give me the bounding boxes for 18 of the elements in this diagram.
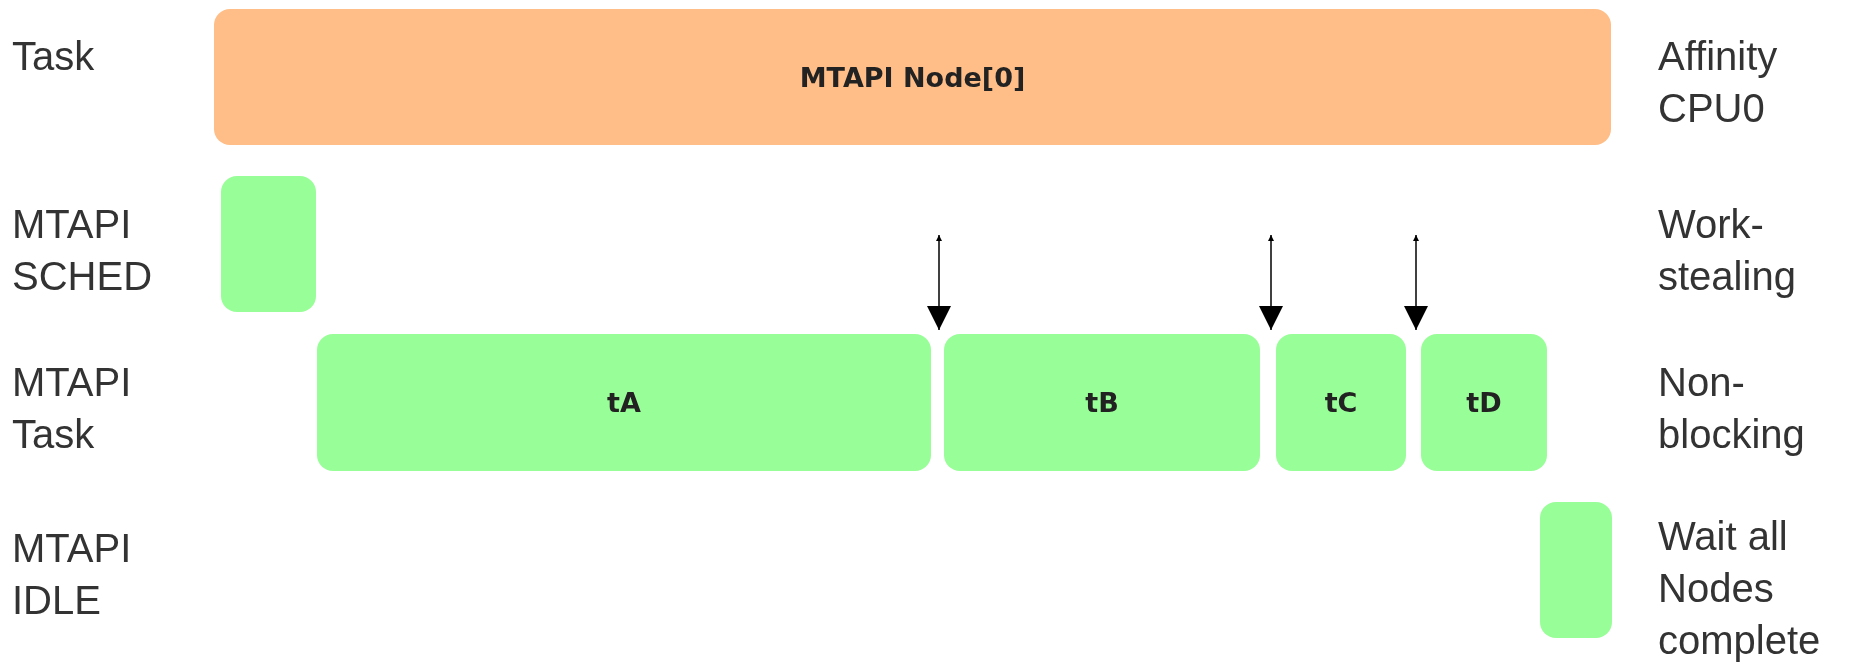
row-note: Non-blocking (1658, 359, 1806, 458)
arrow (1404, 234, 1428, 331)
row-label: MTAPI SCHED (12, 201, 154, 300)
task-bar: tD (1421, 334, 1547, 471)
task-bar: tA (317, 334, 931, 471)
arrow (927, 234, 951, 331)
row-label: MTAPI IDLE (12, 525, 133, 624)
row-note: Wait all Nodes complete (1658, 513, 1822, 664)
row-note: Work-stealing (1658, 201, 1797, 300)
empty-box (221, 176, 316, 312)
task-bar: tC (1276, 334, 1406, 471)
row-label: Task (12, 33, 96, 80)
row-label: MTAPI Task (12, 359, 133, 458)
row-note: Affinity CPU0 (1658, 33, 1779, 132)
arrow (1259, 234, 1283, 331)
empty-box (1540, 502, 1612, 638)
task-bar: tB (944, 334, 1260, 471)
node-bar: MTAPI Node[0] (214, 9, 1611, 145)
